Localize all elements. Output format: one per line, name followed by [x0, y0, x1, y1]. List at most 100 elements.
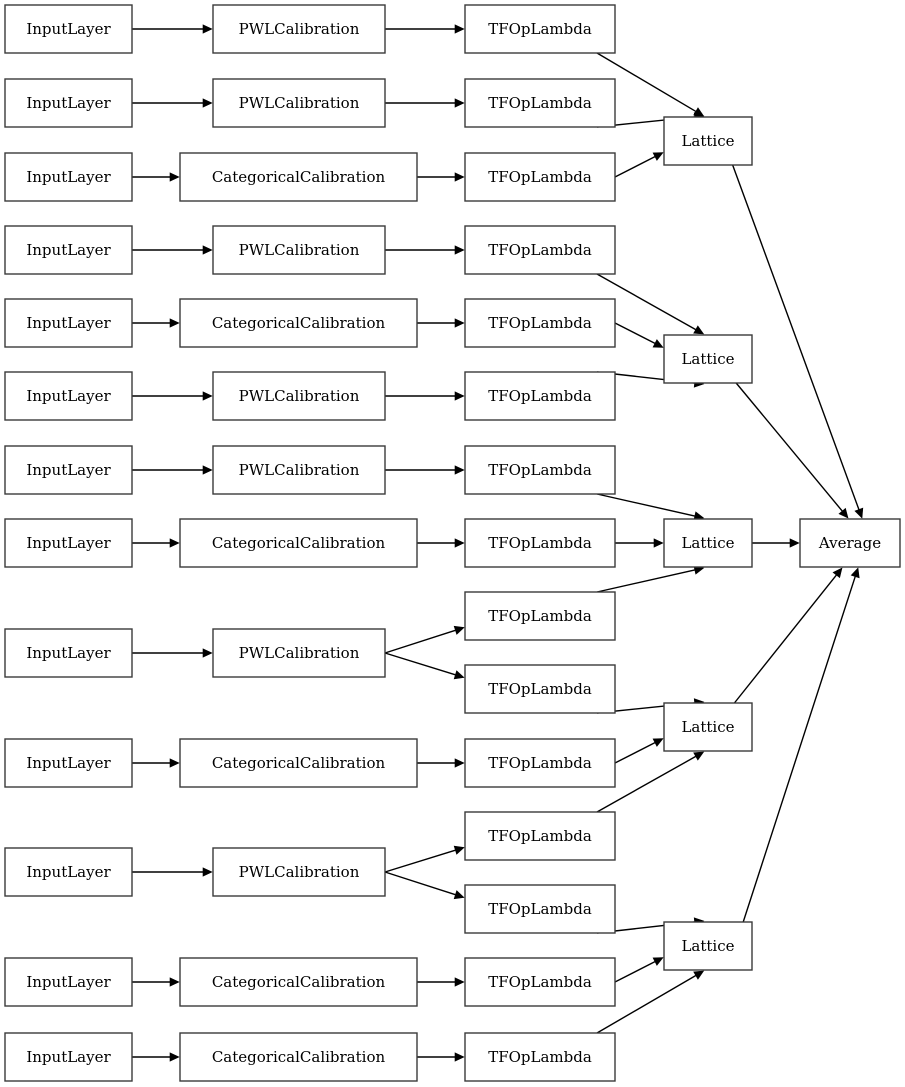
node-lattice: Lattice — [663, 518, 753, 568]
edge-lam14-to-lat5 — [614, 960, 656, 983]
node-lattice: Lattice — [663, 334, 753, 384]
node-label: CategoricalCalibration — [212, 534, 386, 552]
arrowhead-icon — [453, 625, 465, 635]
arrowhead-icon — [454, 1052, 465, 1062]
arrowhead-icon — [454, 977, 465, 987]
node-pwlcalibration: PWLCalibration — [212, 445, 386, 495]
node-pwlcalibration: PWLCalibration — [212, 4, 386, 54]
node-label: TFOpLambda — [488, 168, 592, 186]
node-box — [464, 811, 616, 861]
node-categoricalcalibration: CategoricalCalibration — [179, 518, 418, 568]
edge-lat2-to-avg1 — [735, 382, 843, 512]
arrowhead-icon — [454, 758, 465, 768]
arrowhead-icon — [169, 1052, 180, 1062]
arrowhead-icon — [169, 172, 180, 182]
arrowhead-icon — [202, 867, 213, 877]
node-label: TFOpLambda — [488, 680, 592, 698]
node-inputlayer: InputLayer — [4, 628, 133, 678]
node-label: InputLayer — [26, 20, 111, 38]
node-tfoplambda: TFOpLambda — [464, 591, 616, 641]
node-label: InputLayer — [26, 241, 111, 259]
node-pwlcalibration: PWLCalibration — [212, 78, 386, 128]
arrowhead-icon — [169, 318, 180, 328]
arrowhead-icon — [854, 507, 864, 519]
edge-lam4-to-lat2 — [596, 273, 697, 331]
node-label: Lattice — [681, 350, 734, 368]
node-box — [464, 884, 616, 934]
node-pwlcalibration: PWLCalibration — [212, 225, 386, 275]
node-box — [464, 445, 616, 495]
node-label: InputLayer — [26, 973, 111, 991]
edge-lat1-to-avg1 — [731, 164, 860, 510]
arrowhead-icon — [832, 567, 843, 579]
node-pwlcalibration: PWLCalibration — [212, 371, 386, 421]
arrowhead-icon — [202, 98, 213, 108]
node-label: TFOpLambda — [488, 973, 592, 991]
node-label: CategoricalCalibration — [212, 973, 386, 991]
node-box — [179, 1032, 418, 1082]
arrowhead-icon — [652, 738, 664, 747]
node-box — [4, 957, 133, 1007]
node-label: InputLayer — [26, 534, 111, 552]
arrowhead-icon — [453, 845, 465, 855]
node-label: TFOpLambda — [488, 827, 592, 845]
node-label: TFOpLambda — [488, 20, 592, 38]
node-inputlayer: InputLayer — [4, 152, 133, 202]
node-inputlayer: InputLayer — [4, 78, 133, 128]
arrowhead-icon — [169, 538, 180, 548]
node-box — [663, 116, 753, 166]
node-box — [464, 4, 616, 54]
node-pwlcalibration: PWLCalibration — [212, 847, 386, 897]
arrowhead-icon — [169, 977, 180, 987]
node-label: TFOpLambda — [488, 461, 592, 479]
arrowhead-icon — [454, 98, 465, 108]
node-label: TFOpLambda — [488, 94, 592, 112]
node-box — [464, 591, 616, 641]
arrowhead-icon — [652, 957, 664, 966]
node-box — [179, 518, 418, 568]
arrowhead-icon — [454, 172, 465, 182]
node-lattice: Lattice — [663, 116, 753, 166]
node-box — [212, 628, 386, 678]
node-box — [464, 518, 616, 568]
node-label: TFOpLambda — [488, 607, 592, 625]
edge-lam5-to-lat2 — [614, 322, 656, 345]
arrowhead-icon — [850, 567, 860, 579]
edge-cal9-to-lam10 — [384, 652, 456, 676]
node-pwlcalibration: PWLCalibration — [212, 628, 386, 678]
node-box — [212, 371, 386, 421]
node-label: TFOpLambda — [488, 900, 592, 918]
arrowhead-icon — [693, 970, 705, 980]
node-label: InputLayer — [26, 387, 111, 405]
node-label: CategoricalCalibration — [212, 1048, 386, 1066]
edge-lat4-to-avg1 — [733, 574, 837, 704]
node-label: TFOpLambda — [488, 754, 592, 772]
node-label: InputLayer — [26, 754, 111, 772]
arrowhead-icon — [169, 758, 180, 768]
node-categoricalcalibration: CategoricalCalibration — [179, 738, 418, 788]
node-label: Average — [818, 534, 881, 552]
edge-cal11-to-lam12 — [384, 849, 456, 873]
node-box — [464, 152, 616, 202]
arrowhead-icon — [838, 507, 849, 519]
arrowhead-icon — [693, 751, 705, 761]
node-tfoplambda: TFOpLambda — [464, 4, 616, 54]
node-label: PWLCalibration — [239, 863, 360, 881]
node-average: Average — [799, 518, 901, 568]
node-tfoplambda: TFOpLambda — [464, 445, 616, 495]
node-tfoplambda: TFOpLambda — [464, 371, 616, 421]
arrowhead-icon — [789, 538, 800, 548]
node-tfoplambda: TFOpLambda — [464, 957, 616, 1007]
node-label: InputLayer — [26, 644, 111, 662]
node-tfoplambda: TFOpLambda — [464, 1032, 616, 1082]
arrowhead-icon — [653, 538, 664, 548]
node-box — [212, 847, 386, 897]
edge-cal9-to-lam9 — [384, 629, 456, 654]
node-box — [663, 921, 753, 971]
node-label: Lattice — [681, 718, 734, 736]
node-inputlayer: InputLayer — [4, 4, 133, 54]
node-categoricalcalibration: CategoricalCalibration — [179, 152, 418, 202]
arrowhead-icon — [454, 391, 465, 401]
node-label: Lattice — [681, 132, 734, 150]
